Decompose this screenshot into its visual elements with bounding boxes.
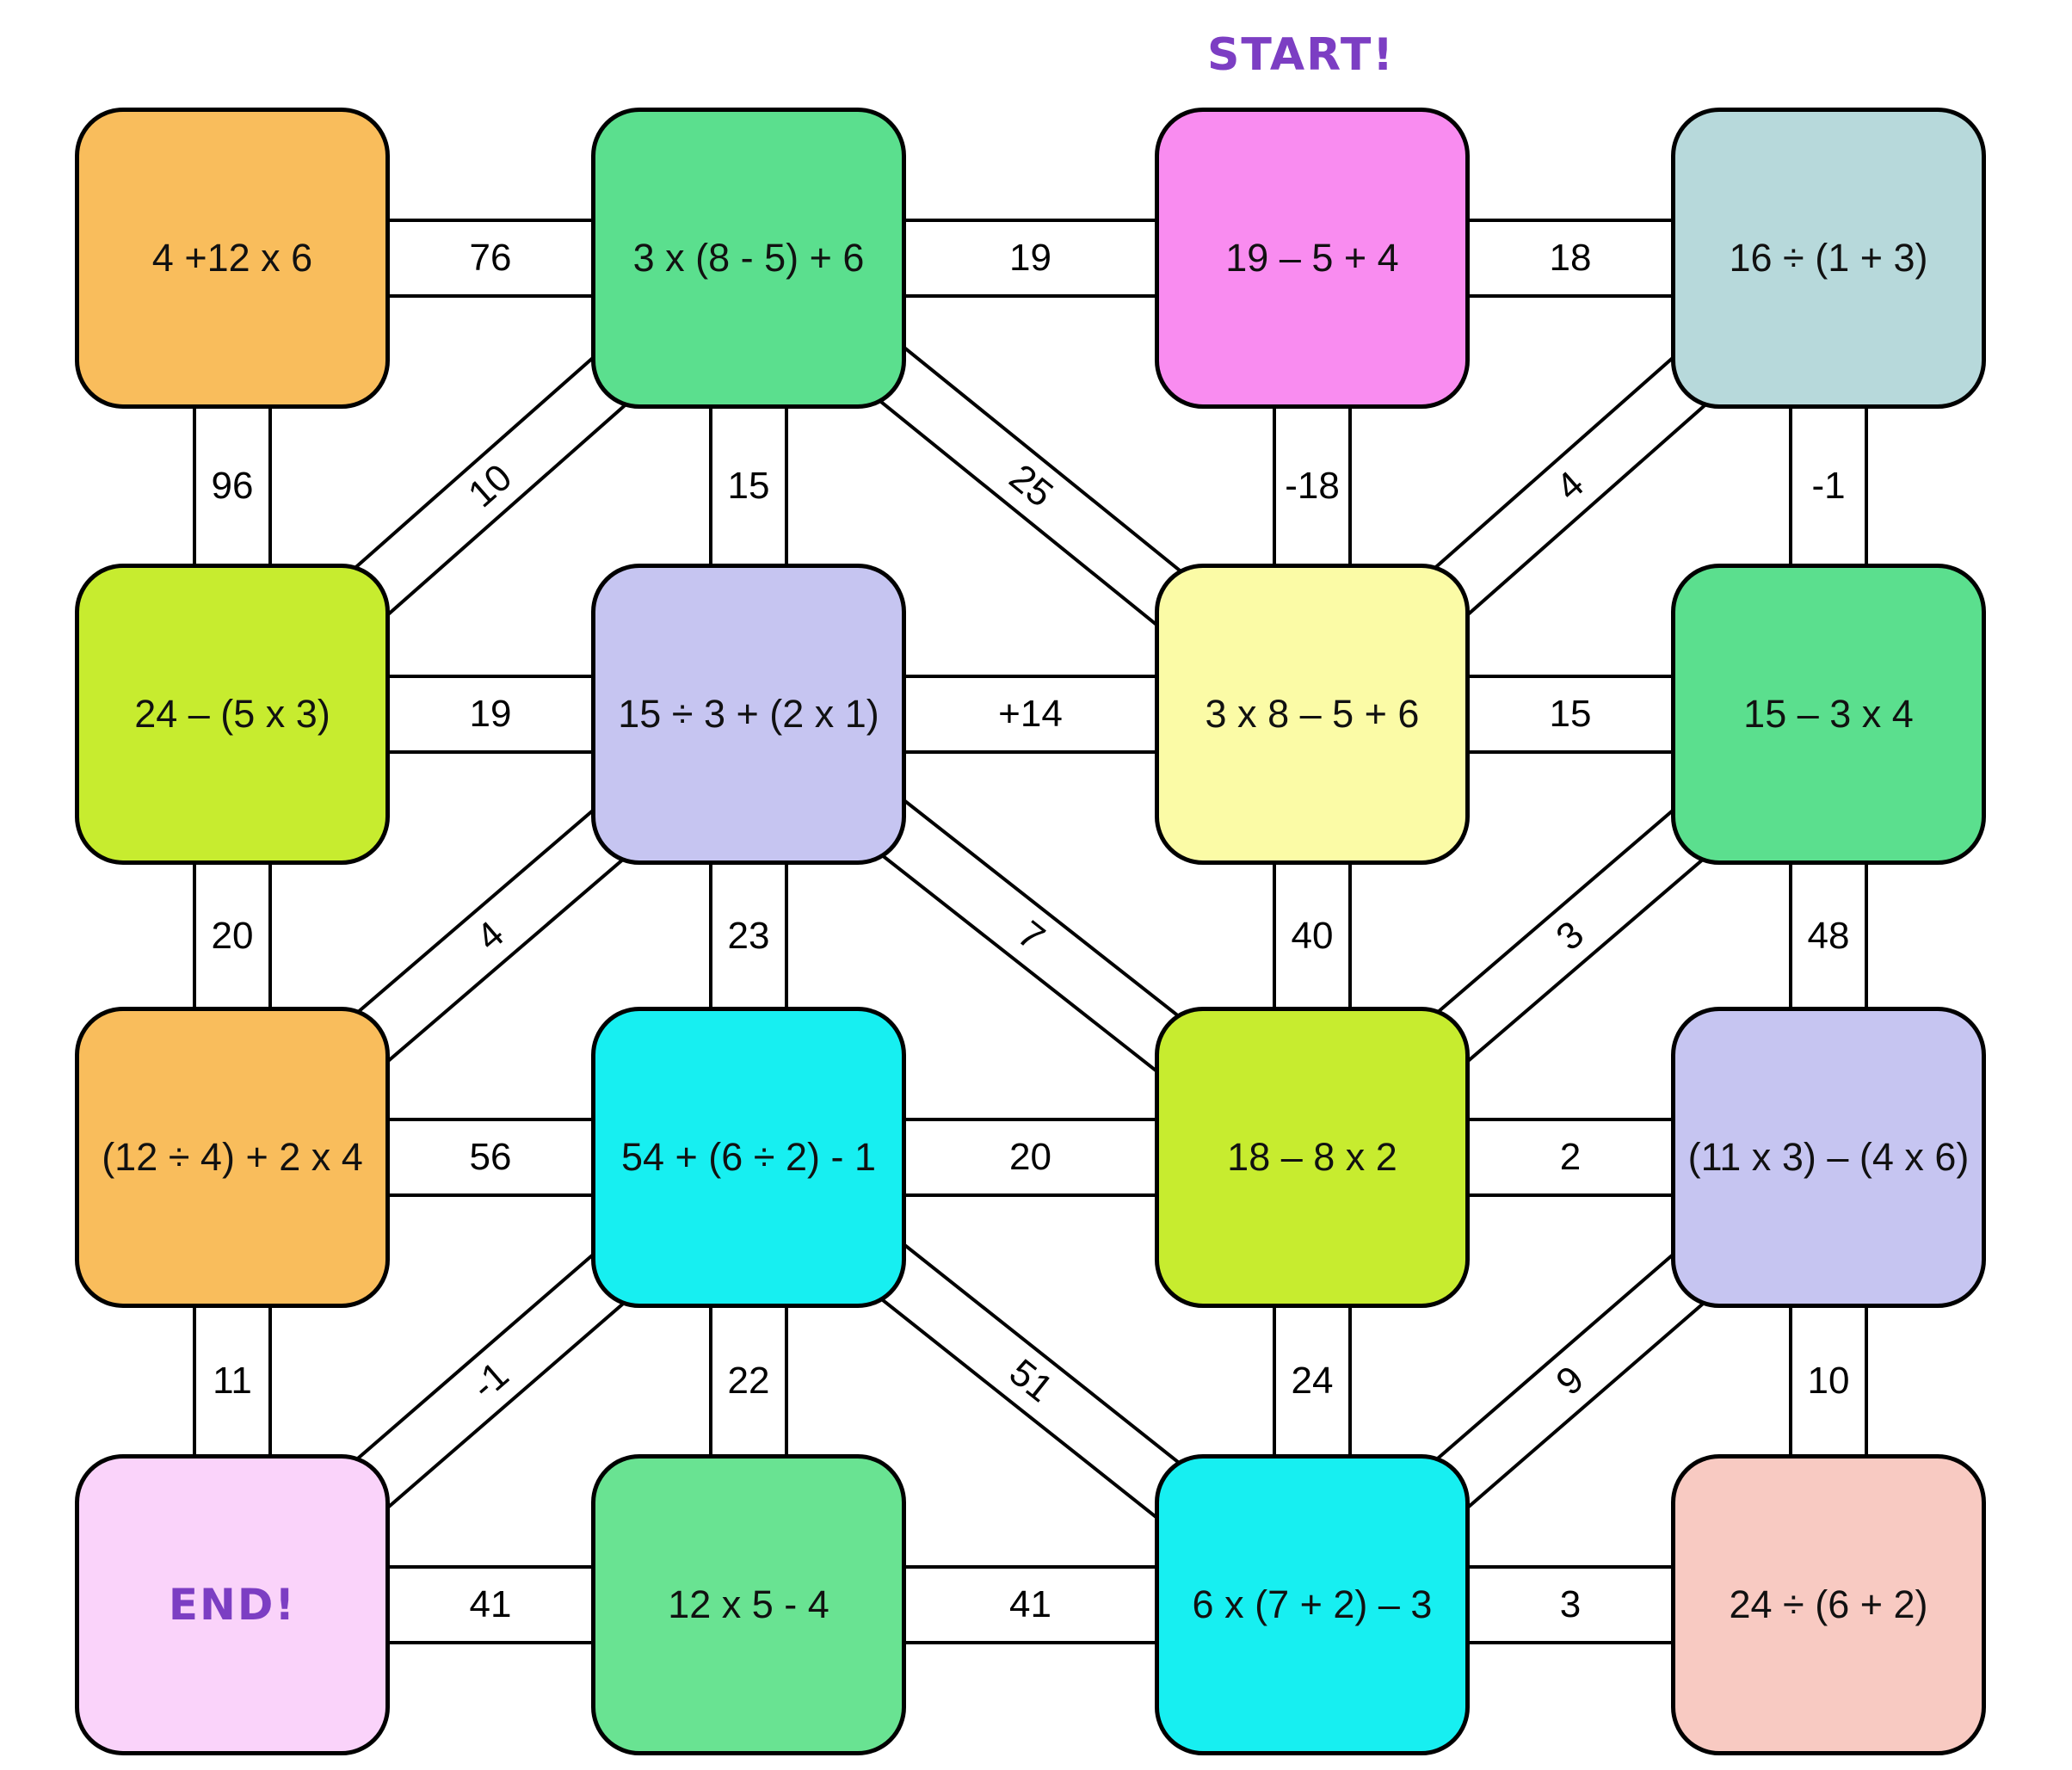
node-expression: 12 x 5 - 4 bbox=[668, 1582, 829, 1626]
edge-value-label: 2 bbox=[1559, 1136, 1582, 1178]
node-expression: 15 – 3 x 4 bbox=[1743, 692, 1914, 736]
edge-value-label: 19 bbox=[469, 693, 512, 735]
edge-value-label: 41 bbox=[469, 1583, 512, 1625]
node-expression: 19 – 5 + 4 bbox=[1225, 236, 1399, 280]
edge-value-label: 41 bbox=[1009, 1583, 1051, 1625]
node-expression: (11 x 3) – (4 x 6) bbox=[1687, 1135, 1970, 1179]
node-expression: 54 + (6 ÷ 2) - 1 bbox=[620, 1135, 877, 1179]
expression-node: (12 ÷ 4) + 2 x 4 bbox=[75, 1007, 390, 1308]
edge-value-label: 24 bbox=[1291, 1360, 1334, 1402]
node-expression: 24 – (5 x 3) bbox=[134, 692, 330, 736]
edge-value-label: 20 bbox=[1009, 1136, 1051, 1178]
node-expression: 3 x (8 - 5) + 6 bbox=[632, 236, 865, 280]
expression-node: 24 ÷ (6 + 2) bbox=[1671, 1454, 1986, 1755]
end-node: END! bbox=[75, 1454, 390, 1755]
edge-value-label: 56 bbox=[469, 1136, 512, 1178]
expression-node: (11 x 3) – (4 x 6) bbox=[1671, 1007, 1986, 1308]
expression-node: 3 x (8 - 5) + 6 bbox=[591, 108, 906, 409]
expression-node: 19 – 5 + 4 bbox=[1155, 108, 1470, 409]
edge-value-label: 20 bbox=[211, 914, 254, 957]
edge-value-label: 10 bbox=[1807, 1360, 1850, 1402]
node-expression: 18 – 8 x 2 bbox=[1227, 1135, 1397, 1179]
edge-value-label: 48 bbox=[1807, 914, 1850, 957]
expression-node: 18 – 8 x 2 bbox=[1155, 1007, 1470, 1308]
expression-node: 12 x 5 - 4 bbox=[591, 1454, 906, 1755]
edge-value-label: 23 bbox=[727, 914, 770, 957]
edge-value-label: 96 bbox=[211, 465, 254, 507]
node-expression: 4 +12 x 6 bbox=[151, 236, 313, 280]
edge-value-label: 11 bbox=[213, 1360, 252, 1402]
edge-value-label: +14 bbox=[998, 693, 1063, 735]
node-expression: (12 ÷ 4) + 2 x 4 bbox=[102, 1135, 363, 1179]
edge-value-label: -1 bbox=[1811, 465, 1846, 507]
expression-node: 6 x (7 + 2) – 3 bbox=[1155, 1454, 1470, 1755]
edge-value-label: 15 bbox=[727, 465, 770, 507]
edge-value-label: 76 bbox=[469, 237, 512, 279]
expression-node: 15 – 3 x 4 bbox=[1671, 564, 1986, 865]
edge-value-label: 22 bbox=[727, 1360, 770, 1402]
edge-value-label: -18 bbox=[1285, 465, 1340, 507]
node-expression: 6 x (7 + 2) – 3 bbox=[1192, 1582, 1433, 1626]
edge-value-label: 40 bbox=[1291, 914, 1334, 957]
end-label: END! bbox=[168, 1580, 297, 1630]
edge-value-label: 3 bbox=[1559, 1583, 1582, 1625]
edge-value-label: 18 bbox=[1549, 237, 1592, 279]
expression-node: 24 – (5 x 3) bbox=[75, 564, 390, 865]
expression-node: 16 ÷ (1 + 3) bbox=[1671, 108, 1986, 409]
node-expression: 24 ÷ (6 + 2) bbox=[1729, 1582, 1928, 1626]
edge-value-label: 19 bbox=[1009, 237, 1051, 279]
node-expression: 15 ÷ 3 + (2 x 1) bbox=[618, 692, 879, 736]
start-label: START! bbox=[1206, 29, 1396, 81]
node-expression: 3 x 8 – 5 + 6 bbox=[1205, 692, 1420, 736]
edge-value-label: 15 bbox=[1549, 693, 1592, 735]
expression-node: 54 + (6 ÷ 2) - 1 bbox=[591, 1007, 906, 1308]
expression-node: 3 x 8 – 5 + 6 bbox=[1155, 564, 1470, 865]
node-expression: 16 ÷ (1 + 3) bbox=[1729, 236, 1928, 280]
expression-node: 4 +12 x 6 bbox=[75, 108, 390, 409]
expression-node: 15 ÷ 3 + (2 x 1) bbox=[591, 564, 906, 865]
